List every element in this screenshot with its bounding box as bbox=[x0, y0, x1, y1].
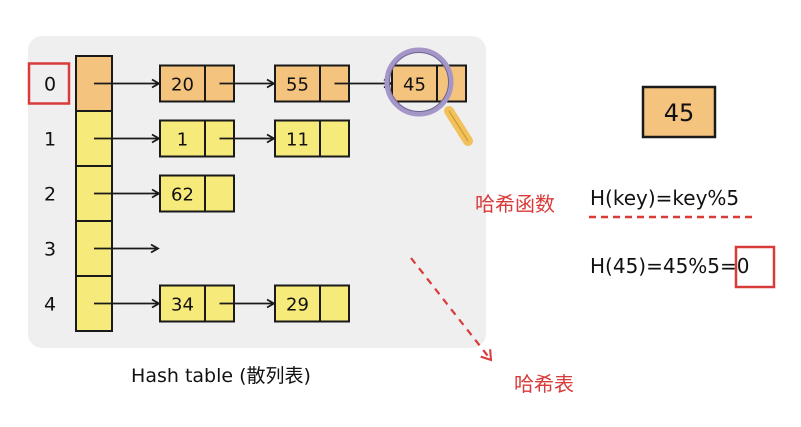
chain-node-value: 1 bbox=[177, 130, 188, 151]
chain-node-box bbox=[274, 119, 350, 158]
hash-function-label: 哈希函数 bbox=[475, 192, 555, 216]
hash-table-panel bbox=[28, 36, 486, 348]
chain-node: 11 bbox=[274, 119, 350, 158]
bucket-index-highlight bbox=[27, 62, 71, 105]
search-key-value: 45 bbox=[664, 99, 695, 127]
bucket-index: 0 bbox=[44, 74, 56, 96]
bucket-index: 4 bbox=[44, 294, 56, 316]
hash-example-result: 0 bbox=[736, 254, 750, 278]
chain-node: 45 bbox=[391, 64, 467, 103]
hash-table-caption: Hash table (散列表) bbox=[131, 365, 311, 387]
bucket-index: 2 bbox=[44, 184, 56, 206]
hash-function-formula: H(key)=key%5 bbox=[590, 186, 740, 210]
magnifier-icon bbox=[384, 47, 473, 146]
hash-table-label: 哈希表 bbox=[514, 372, 574, 396]
chain-node-value: 45 bbox=[403, 75, 426, 96]
hash-example-left: H(45)=45%5= bbox=[590, 254, 737, 278]
chain-node-box bbox=[274, 284, 350, 323]
chain-node-value: 62 bbox=[171, 185, 194, 206]
result-highlight-box bbox=[734, 245, 776, 289]
chain-node-value: 20 bbox=[171, 75, 194, 96]
chain-node-value: 34 bbox=[171, 295, 194, 316]
hash-table-pointer-arrow bbox=[410, 257, 493, 362]
search-key-box bbox=[641, 85, 717, 139]
chain-node-box bbox=[391, 64, 467, 103]
bucket-index: 3 bbox=[44, 239, 56, 261]
bucket-index: 1 bbox=[44, 129, 56, 151]
chain-node-value: 11 bbox=[286, 130, 309, 151]
chain-node-box bbox=[159, 174, 235, 213]
chain-node: 29 bbox=[274, 284, 350, 323]
chain-node: 62 bbox=[159, 174, 235, 213]
chain-node-value: 29 bbox=[286, 295, 309, 316]
chain-node-value: 55 bbox=[286, 75, 309, 96]
hash-example-expression: H(45)=45%5=0 bbox=[590, 254, 750, 278]
bucket-index-column: 0 1 2 3 4 bbox=[27, 62, 71, 316]
